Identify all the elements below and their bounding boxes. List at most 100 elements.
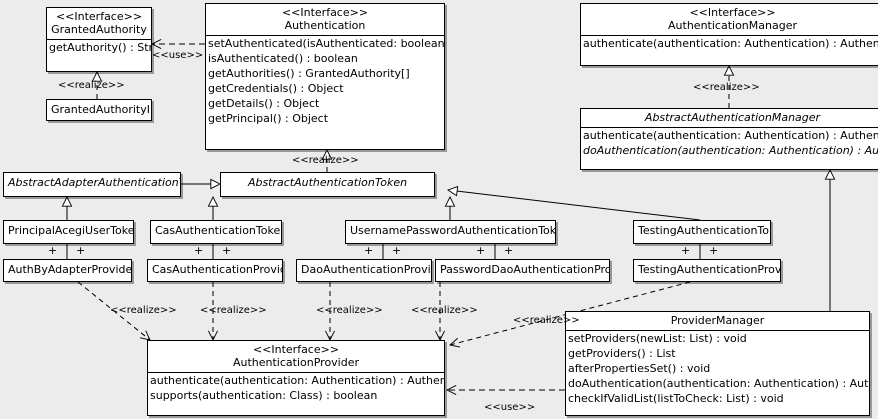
edge-label-realize-abstractauthenticationmanager: <<realize>> xyxy=(693,82,760,93)
operation: getAuthorities() : GrantedAuthority[] xyxy=(208,67,410,80)
edge-label-realize-grantedauthorityimpl: <<realize>> xyxy=(58,80,125,91)
class-granted-authority-impl[interactable]: GrantedAuthorityImpl xyxy=(46,99,152,121)
association-marker: + xyxy=(364,244,374,257)
operation: getPrincipal() : Object xyxy=(208,112,329,125)
class-header: ProviderManager xyxy=(566,312,869,330)
class-name: Authentication xyxy=(284,19,366,32)
class-abstract-authentication-token[interactable]: AbstractAuthenticationToken xyxy=(220,172,435,197)
stereotype-label: <<Interface>> xyxy=(55,10,143,23)
class-name: AuthenticationManager xyxy=(668,19,797,32)
association-marker: + xyxy=(48,244,58,257)
association-marker: + xyxy=(194,244,204,257)
class-abstract-authentication-manager[interactable]: AbstractAuthenticationManager authentica… xyxy=(580,108,878,170)
class-name: CasAuthenticationToken xyxy=(155,224,282,237)
class-header: <<Interface>> AuthenticationProvider xyxy=(148,341,444,372)
association-marker: + xyxy=(392,244,402,257)
class-name: TestingAuthenticationProvider xyxy=(638,263,781,276)
operation: getDetails() : Object xyxy=(208,97,320,110)
class-provider-manager[interactable]: ProviderManager setProviders(newList: Li… xyxy=(565,311,870,416)
class-header: DaoAuthenticationProvider xyxy=(297,260,431,280)
class-name: DaoAuthenticationProvider xyxy=(301,263,431,276)
class-authentication[interactable]: <<Interface>> Authentication setAuthenti… xyxy=(205,3,445,150)
class-name: AbstractAuthenticationToken xyxy=(247,176,408,189)
class-testing-authentication-token[interactable]: TestingAuthenticationToken xyxy=(633,220,771,244)
class-name: PrincipalAcegiUserToken xyxy=(8,224,134,237)
association-marker: + xyxy=(222,244,232,257)
edge-label-realize-passworddao: <<realize>> xyxy=(411,305,478,316)
operation: authenticate(authentication: Authenticat… xyxy=(583,129,878,142)
class-cas-authentication-token[interactable]: CasAuthenticationToken xyxy=(150,220,282,244)
class-header: AbstractAuthenticationToken xyxy=(221,173,434,193)
operation: getCredentials() : Object xyxy=(208,82,344,95)
operations-compartment: getAuthority() : String xyxy=(47,39,151,55)
association-marker: + xyxy=(681,244,691,257)
class-name: AbstractAuthenticationManager xyxy=(644,111,821,124)
class-header: TestingAuthenticationToken xyxy=(634,221,770,241)
class-name: AuthenticationProvider xyxy=(232,356,360,369)
edge-label-realize-authbyadapter: <<realize>> xyxy=(110,305,177,316)
class-cas-authentication-provider[interactable]: CasAuthenticationProvider xyxy=(147,259,283,282)
class-name: TestingAuthenticationToken xyxy=(638,224,770,237)
association-marker: + xyxy=(476,244,486,257)
class-header: <<Interface>> GrantedAuthority xyxy=(47,8,151,39)
operation: checkIfValidList(listToCheck: List) : vo… xyxy=(568,392,784,405)
class-auth-by-adapter-provider[interactable]: AuthByAdapterProvider xyxy=(3,259,132,282)
class-header: GrantedAuthorityImpl xyxy=(47,100,151,120)
class-name: GrantedAuthorityImpl xyxy=(51,103,151,116)
operation: setProviders(newList: List) : void xyxy=(568,332,747,345)
edge-label-realize-dao: <<realize>> xyxy=(316,305,383,316)
class-header: CasAuthenticationToken xyxy=(151,221,281,241)
stereotype-label: <<Interface>> xyxy=(689,6,776,19)
operations-compartment: authenticate(authentication: Authenticat… xyxy=(148,372,444,403)
class-name: AbstractAdapterAuthenticationToken xyxy=(8,176,180,189)
edge-label-realize-cas: <<realize>> xyxy=(200,305,267,316)
association-marker: + xyxy=(76,244,86,257)
class-granted-authority[interactable]: <<Interface>> GrantedAuthority getAuthor… xyxy=(46,7,152,72)
class-header: AuthByAdapterProvider xyxy=(4,260,131,280)
operation: setAuthenticated(isAuthenticated: boolea… xyxy=(208,37,445,50)
stereotype-label: <<Interface>> xyxy=(281,6,369,19)
class-name: CasAuthenticationProvider xyxy=(152,263,282,276)
class-header: <<Interface>> Authentication xyxy=(206,4,444,35)
class-header: PasswordDaoAuthenticationProvider xyxy=(436,260,609,280)
association-marker: + xyxy=(709,244,719,257)
operation: doAuthentication(authentication: Authent… xyxy=(568,377,869,390)
class-header: AbstractAdapterAuthenticationToken xyxy=(4,173,180,193)
edge-label-realize-testing: <<realize>> xyxy=(513,315,580,326)
operation: isAuthenticated() : boolean xyxy=(208,52,358,65)
class-header: PrincipalAcegiUserToken xyxy=(4,221,133,241)
class-password-dao-authentication-provider[interactable]: PasswordDaoAuthenticationProvider xyxy=(435,259,610,282)
class-header: CasAuthenticationProvider xyxy=(148,260,282,280)
operation: getAuthority() : String xyxy=(49,41,152,54)
class-name: ProviderManager xyxy=(670,314,765,327)
class-testing-authentication-provider[interactable]: TestingAuthenticationProvider xyxy=(633,259,781,282)
class-username-password-authentication-token[interactable]: UsernamePasswordAuthenticationToken xyxy=(345,220,556,244)
association-marker: + xyxy=(504,244,514,257)
class-name: GrantedAuthority xyxy=(51,23,147,36)
class-dao-authentication-provider[interactable]: DaoAuthenticationProvider xyxy=(296,259,432,282)
operations-compartment: setAuthenticated(isAuthenticated: boolea… xyxy=(206,35,444,126)
operation: getProviders() : List xyxy=(568,347,676,360)
class-name: PasswordDaoAuthenticationProvider xyxy=(440,263,610,276)
class-name: UsernamePasswordAuthenticationToken xyxy=(350,224,556,237)
operation: doAuthentication(authentication: Authent… xyxy=(583,144,878,157)
edge-label-realize-abstractauthenticationtoken: <<realize>> xyxy=(292,155,359,166)
class-authentication-manager[interactable]: <<Interface>> AuthenticationManager auth… xyxy=(580,3,878,66)
class-header: AbstractAuthenticationManager xyxy=(581,109,878,127)
class-authentication-provider[interactable]: <<Interface>> AuthenticationProvider aut… xyxy=(147,340,445,416)
operations-compartment: authenticate(authentication: Authenticat… xyxy=(581,35,878,51)
operations-compartment: setProviders(newList: List) : void getPr… xyxy=(566,330,869,406)
edge-label-use-authentication-grantedauthority: <<use>> xyxy=(152,50,204,61)
operations-compartment: authenticate(authentication: Authenticat… xyxy=(581,127,878,158)
stereotype-label: <<Interface>> xyxy=(252,343,340,356)
operation: authenticate(authentication: Authenticat… xyxy=(150,374,444,387)
class-principal-acegi-user-token[interactable]: PrincipalAcegiUserToken xyxy=(3,220,134,244)
operation: afterPropertiesSet() : void xyxy=(568,362,711,375)
class-name: AuthByAdapterProvider xyxy=(8,263,132,276)
class-header: <<Interface>> AuthenticationManager xyxy=(581,4,878,35)
operation: authenticate(authentication: Authenticat… xyxy=(583,37,878,50)
class-abstract-adapter-authentication-token[interactable]: AbstractAdapterAuthenticationToken xyxy=(3,172,181,197)
class-header: UsernamePasswordAuthenticationToken xyxy=(346,221,555,241)
operation: supports(authentication: Class) : boolea… xyxy=(150,389,378,402)
